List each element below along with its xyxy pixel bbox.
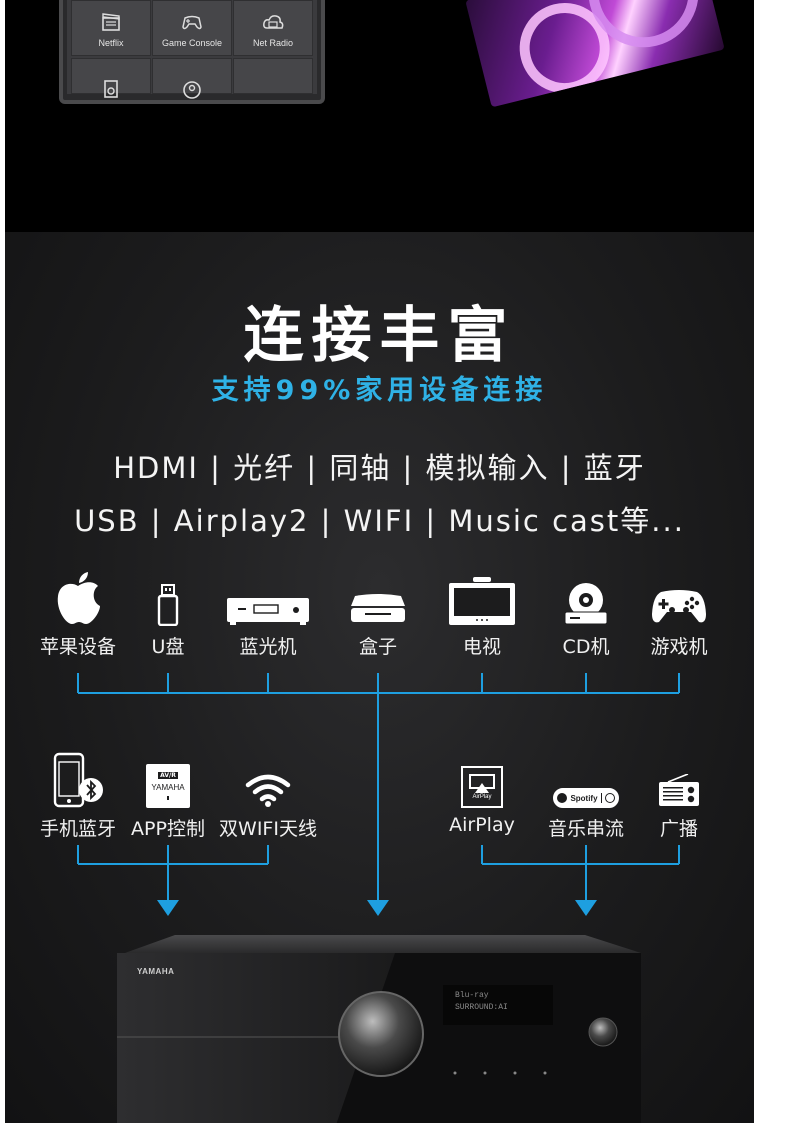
device-apple: 苹果设备 [28,572,128,659]
device-label: 双WIFI天线 [219,818,317,840]
app-icon-top-text: AV/R [158,772,178,779]
receiver-brand: YAMAHA [137,967,175,976]
device-dual-wifi: 双WIFI天线 [213,752,323,841]
receiver-display-source: Blu-ray [455,991,489,1000]
device-usb-drive: U盘 [138,578,198,659]
section-subtitle: 支持99%家用设备连接 [211,375,548,406]
app-label: Netflix [98,38,124,48]
apple-icon [57,572,100,624]
device-label: AirPlay [449,814,515,836]
device-set-top-box: 盒子 [328,578,428,659]
device-airplay: AirPlay AirPlay [437,752,527,836]
smartphone-mockup: Netflix Game Console Net Radio [59,0,325,104]
section-title: 连接丰富 [243,301,516,371]
app-label: Net Radio [252,38,294,48]
arrow-down-icon [367,900,389,916]
clapperboard-icon [102,13,120,31]
connectivity-section: 连接丰富 支持99%家用设备连接 HDMI | 光纤 | 同轴 | 模拟输入 |… [5,232,754,1123]
device-label: APP控制 [131,818,205,840]
device-label: 盒子 [358,636,397,658]
cd-player-icon [564,583,608,625]
airplay-badge-text: AirPlay [472,794,492,800]
spotify-icon: Spotify [553,788,619,808]
app-label: Game Console [161,38,223,48]
device-label: 游戏机 [650,636,708,658]
device-cd-player: CD机 [536,578,636,659]
arrow-down-icon [157,900,179,916]
device-music-streaming: Spotify 音乐串流 [536,752,636,841]
arrow-down-icon [575,900,597,916]
protocol-list-line-2: USB | Airplay2 | WIFI | Music cast等... [74,504,685,538]
app-tile-net-radio[interactable]: Net Radio [233,0,313,56]
phone-screen: Netflix Game Console Net Radio [67,0,317,99]
device-tv: 电视 [432,577,532,659]
device-label: 音乐串流 [547,818,624,840]
bluray-player-icon [227,598,309,625]
airplay-icon: AirPlay [461,766,503,808]
device-label: 蓝光机 [239,636,297,658]
receiver-illustration [117,935,641,1123]
device-label: 苹果设备 [39,636,116,658]
phone-bluetooth-icon [53,752,103,808]
device-label: 电视 [462,636,501,658]
spotify-badge-text: Spotify [570,793,598,803]
app-tile-game-console[interactable]: Game Console [152,0,232,56]
yamaha-app-icon: AV/R YAMAHA [146,764,190,808]
app-tile-partial[interactable] [233,58,313,94]
receiver-display-mode: SURROUND:AI [455,1003,508,1012]
gamepad-icon [182,15,202,30]
usb-drive-icon [157,584,179,626]
top-showcase-band: Netflix Game Console Net Radio [5,0,754,232]
device-app-control: AV/R YAMAHA APP控制 [118,752,218,841]
app-tile-netflix[interactable]: Netflix [71,0,151,56]
device-game-console: 游戏机 [629,578,729,659]
podcast-icon [183,81,201,99]
device-label: U盘 [151,636,185,658]
tv-icon [449,577,515,625]
device-bluray: 蓝光机 [218,578,318,659]
protocol-list-line-1: HDMI | 光纤 | 同轴 | 模拟输入 | 蓝牙 [113,451,646,485]
album-art-panel [465,0,725,108]
gamepad-icon [652,590,706,623]
app-tile-partial[interactable] [152,58,232,99]
device-label: 广播 [659,818,698,840]
app-icon-brand-text: YAMAHA [151,783,185,792]
connection-diagram-lines [77,673,680,916]
wifi-icon [245,774,291,807]
device-label: 手机蓝牙 [39,818,116,840]
set-top-box-icon [351,594,405,622]
device-phone-bluetooth: 手机蓝牙 [28,752,128,841]
radio-icon [659,774,699,806]
device-label: CD机 [562,636,610,658]
device-radio: 广播 [636,752,722,841]
app-tile-partial[interactable] [71,58,151,98]
cloud-radio-icon [263,15,284,29]
av-receiver: YAMAHA Blu-ray SURROUND:AI [115,933,643,1123]
speaker-icon [104,80,118,98]
